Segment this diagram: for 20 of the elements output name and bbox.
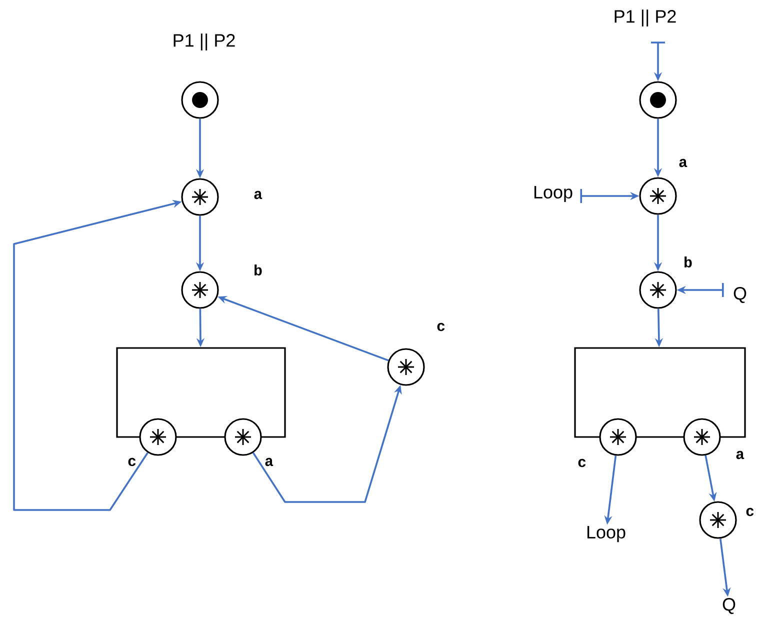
text-label: Loop [534, 186, 572, 202]
start-circle [181, 81, 219, 119]
node-letter: a [265, 458, 274, 466]
node-letter: a [736, 450, 744, 460]
node-letter: b [254, 264, 262, 276]
start-circle [639, 81, 677, 119]
node-letter: a [679, 158, 688, 168]
container-box [574, 347, 746, 438]
text-label: Q [734, 287, 746, 303]
node-letter: c [128, 458, 136, 466]
text-label: Loop [587, 526, 626, 542]
container-box [116, 347, 286, 438]
text-label: Q [722, 598, 736, 614]
node-letter: a [254, 190, 262, 200]
node-letter: c [746, 508, 754, 516]
text-label: P1 || P2 [614, 10, 676, 26]
node-letter: c [578, 458, 586, 468]
node-letter: c [437, 322, 445, 332]
title-text: P1 || P2 [174, 34, 235, 50]
node-letter: b [684, 256, 692, 268]
